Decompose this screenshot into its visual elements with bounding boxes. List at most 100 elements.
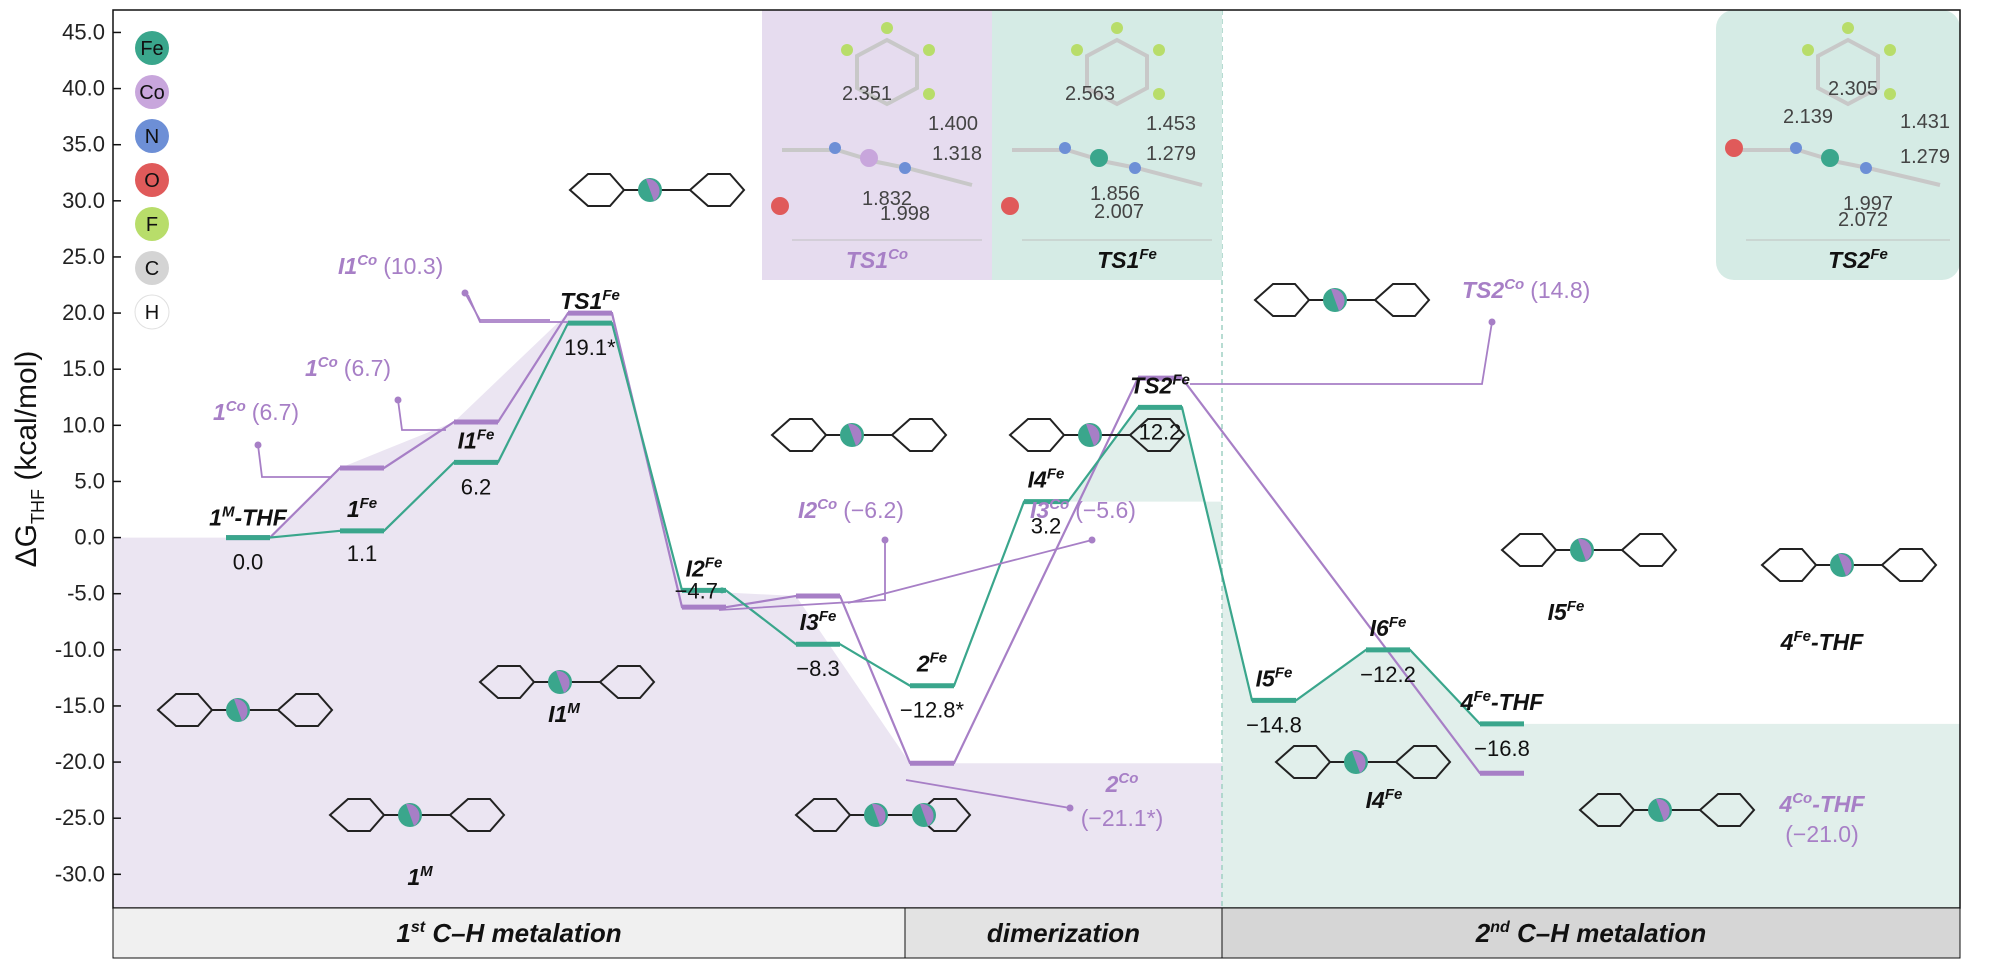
fe-point-name-6-main: 2: [916, 651, 930, 677]
mol-4fe-thf-ring-right: [1880, 548, 1938, 582]
mol-i4fe-ring-right: [1394, 745, 1452, 779]
mol-ts1fe-ring-left: [568, 173, 626, 207]
co-leader-6: [905, 779, 1071, 809]
phase-bar-2: [1221, 907, 1961, 959]
structure-label-1: I1M: [548, 700, 580, 727]
co-point-name-7-sup: Co: [1504, 276, 1524, 293]
ts-panel-metal-2: [1821, 149, 1839, 167]
ts-panel-1: [992, 10, 1222, 280]
co-leader-7: [1190, 321, 1493, 385]
structure-label-2-main: I5: [1548, 599, 1568, 625]
y-axis-label-unit: (kcal/mol): [10, 351, 43, 489]
y-tick-label: -25.0: [55, 805, 105, 830]
ts-panel-distance-0-4: 1.998: [880, 203, 930, 225]
fe-point-value-0: 0.0: [233, 550, 264, 575]
mol-4fe-thf-2-ring-right: [1698, 793, 1756, 827]
fe-point-name-2-main: I1: [458, 427, 477, 453]
legend-swatch-O: [135, 163, 169, 197]
fe-point-name-1: 1Fe: [347, 495, 377, 522]
co-leader-5: [847, 539, 1093, 604]
ts-panel-f-0-1: [923, 44, 935, 56]
co-point-value-0: (6.7): [252, 399, 299, 425]
fe-point-name-11-main: 4: [1460, 689, 1474, 715]
mol-ts1fe-ring-right: [688, 173, 746, 207]
co-point-name-8-suffix: -THF: [1812, 791, 1865, 817]
mol-i1m-metal-co-0: [556, 670, 570, 693]
co-point-name-0-main: 1: [213, 399, 226, 425]
co-point-value-7: (14.8): [1530, 277, 1590, 303]
structure-label-1-sup: M: [567, 700, 580, 717]
co-point-name-4: I2Co (−6.2): [798, 496, 904, 523]
phase-label-rest-0: C–H metalation: [425, 918, 622, 948]
ts-panel-label-1-sup: Fe: [1139, 246, 1157, 263]
fe-point-name-8-sup: Fe: [1172, 371, 1190, 388]
fe-point-name-9-main: I5: [1256, 665, 1276, 691]
fe-point-name-8-main: TS2: [1130, 372, 1172, 398]
structure-label-1-main: I1: [548, 701, 567, 727]
co-leader-dot-5: [1088, 536, 1096, 544]
fe-point-name-0-sup: M: [222, 504, 235, 521]
ts-panel-ring-2: [1816, 37, 1880, 107]
fe-point-name-10-main: I6: [1370, 615, 1389, 641]
ts-panel-distance-1-4: 2.007: [1094, 201, 1144, 223]
fe-region-shade: [1068, 407, 1960, 908]
co-point-name-6: 2Co: [1105, 770, 1139, 797]
co-point-name-5-sup: Co: [1049, 496, 1069, 513]
fe-point-name-6-sup: Fe: [930, 650, 948, 667]
ts-panel-distance-2-1: 2.305: [1828, 78, 1878, 100]
ts-panel-metal-1: [1090, 149, 1108, 167]
fe-point-name-0: 1M-THF: [209, 504, 288, 531]
legend-swatch-N: [135, 119, 169, 153]
co-point-value-4: (−6.2): [843, 497, 904, 523]
ts-panel-distance-2-5: 2.072: [1838, 209, 1888, 231]
fe-point-name-5-main: I3: [800, 609, 819, 635]
fe-point-name-3-main: TS1: [560, 288, 602, 314]
phase-label-1: dimerization: [987, 918, 1140, 948]
y-tick-label: 35.0: [62, 132, 105, 157]
ts-panel-f-1-1: [1153, 44, 1165, 56]
legend-label-Co: Co: [139, 82, 165, 104]
ts-panel-f-0-0: [881, 22, 893, 34]
ts-panel-f-0-3: [841, 44, 853, 56]
co-leader-ts1: [467, 294, 568, 323]
co-point-value-2: (10.3): [383, 253, 443, 279]
co-leader-dot-6: [1066, 804, 1074, 812]
fe-point-value-1: 1.1: [347, 541, 378, 566]
fe-point-value-8: 12.2: [1139, 419, 1182, 444]
structure-label-3: I4Fe: [1366, 786, 1403, 813]
fe-point-value-11: −16.8: [1474, 736, 1530, 761]
co-point-name-1-main: 1: [305, 355, 318, 381]
co-point-name-4-sup: Co: [817, 496, 837, 513]
fe-point-value-5: −8.3: [796, 656, 839, 681]
fe-point-name-11-suffix: -THF: [1491, 689, 1544, 715]
ts-panel-f-2-2: [1884, 88, 1896, 100]
mol-i4fe-metal-co-0: [1352, 750, 1366, 773]
ts-panel-distance-2-2: 1.431: [1900, 111, 1950, 133]
co-leader-dot-2: [461, 289, 469, 297]
co-point-name-1: 1Co(6.7): [305, 354, 391, 381]
ts-panel-distance-1-3: 1.856: [1090, 183, 1140, 205]
co-point-name-5-main: I3: [1030, 497, 1049, 523]
co-point-name-8-main: 4: [1778, 791, 1792, 817]
ts-panel-metal-0: [860, 149, 878, 167]
mol-i3co-ring-right: [1128, 418, 1186, 452]
mol-ts2fe-ring-left: [1253, 283, 1311, 317]
mol-1m-thf-ring-right: [276, 693, 334, 727]
mol-1m-ring-right: [448, 798, 506, 832]
mol-ts1fe-metal-co-0: [646, 178, 660, 201]
co-leader-dot-0: [254, 441, 262, 449]
legend-label-H: H: [145, 302, 159, 324]
ts-panel-distance-0-2: 1.318: [932, 143, 982, 165]
co-point-name-4-main: I2: [798, 497, 817, 523]
ts-panel-n2-0: [899, 162, 911, 174]
mol-2co-ring-right: [914, 798, 972, 832]
ts-panel-distance-2-4: 1.997: [1843, 193, 1893, 215]
legend-label-C: C: [145, 258, 159, 280]
y-tick-label: -10.0: [55, 637, 105, 662]
co-point-name-6-sup: Co: [1118, 770, 1138, 787]
ts-panel-label-1: TS1Fe: [1097, 246, 1157, 273]
co-leader-4: [718, 540, 886, 611]
